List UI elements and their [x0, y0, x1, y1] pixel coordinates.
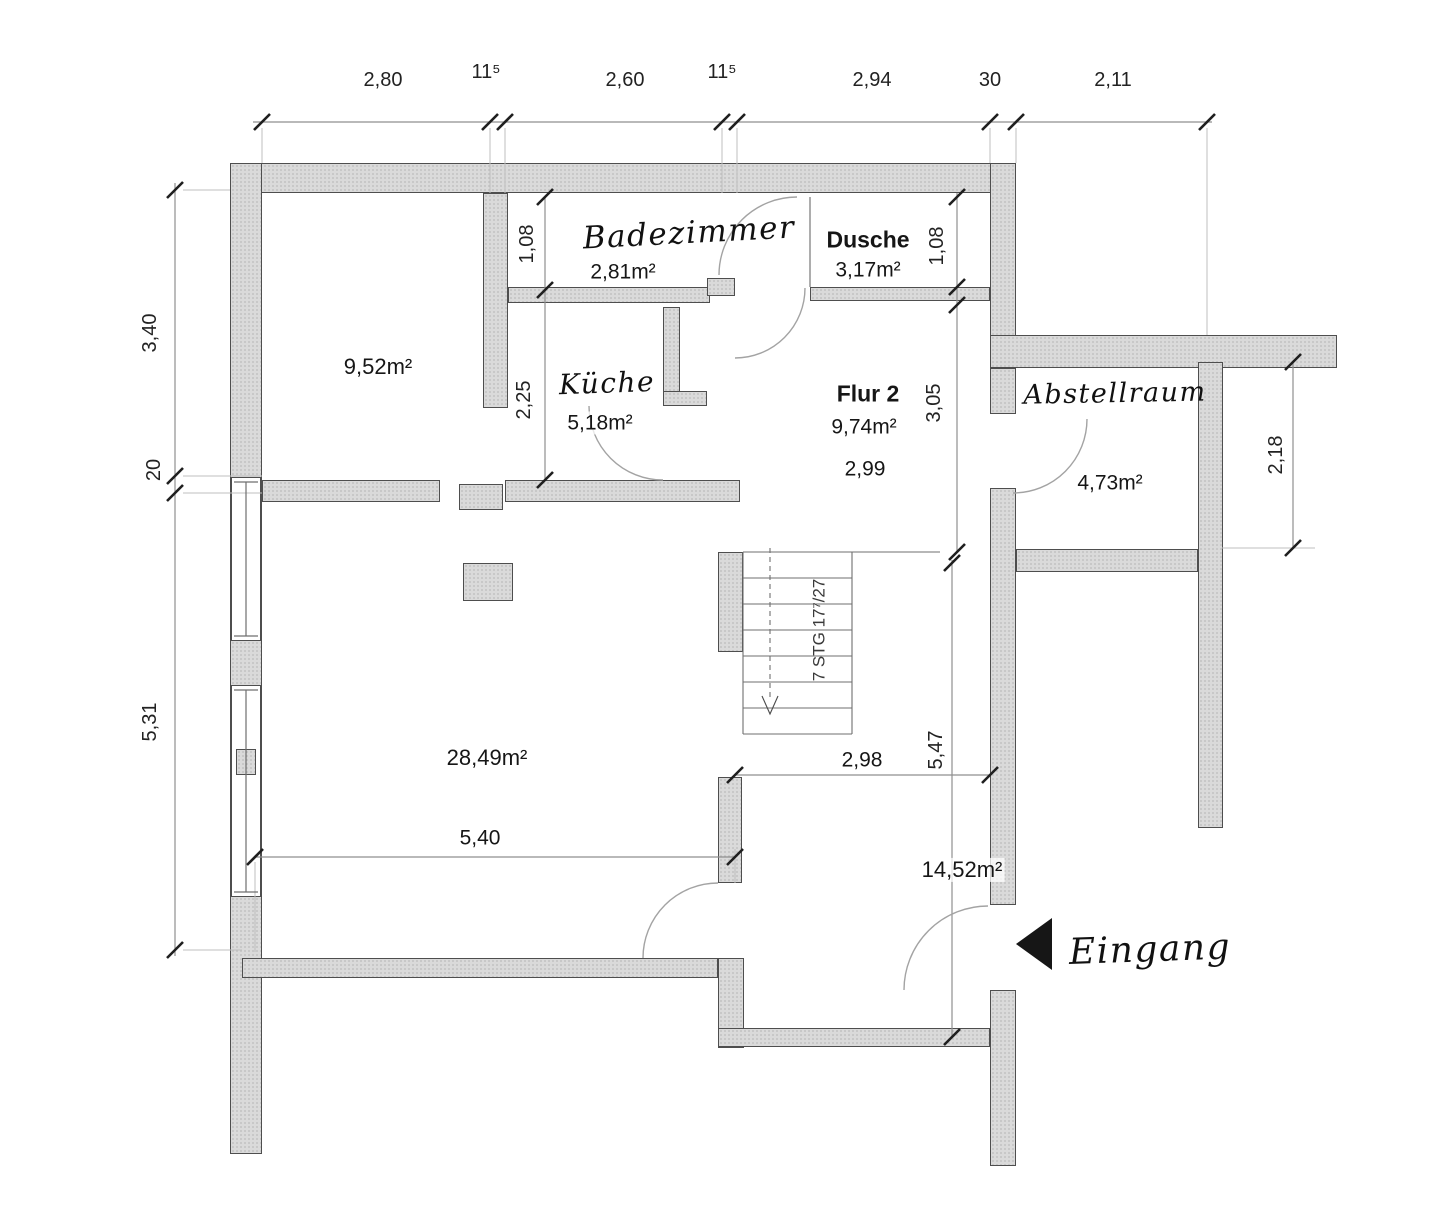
dim-left-0: 3,40	[139, 311, 161, 355]
door-arc-wohnraum	[642, 882, 719, 959]
door-arc-eingang	[903, 905, 989, 991]
wall-partition-1452	[718, 777, 742, 883]
dim-hall-width: 2,98	[839, 748, 885, 772]
wall-lobby-stub	[707, 278, 735, 296]
door-arc-lobby	[734, 287, 806, 359]
staircase	[742, 548, 940, 735]
dim-top-1: 11⁵	[469, 61, 503, 83]
dim-wohnraum-width: 5,40	[457, 826, 503, 850]
wall-right-stub	[990, 368, 1016, 414]
wall-bottom-main	[242, 958, 718, 978]
dim-niche-depth: 2,18	[1265, 433, 1287, 477]
pier-block	[459, 484, 503, 510]
entrance-label: Eingang	[1068, 926, 1232, 974]
dim-top-0: 2,80	[361, 69, 405, 91]
wall-kueche-stub	[663, 391, 707, 406]
wall-abstellraum-right	[1198, 362, 1223, 828]
wall-dusche-bottom	[810, 287, 990, 301]
wall-top	[230, 163, 1016, 193]
dim-flur2-width: 2,99	[842, 457, 888, 481]
wall-right-lower	[990, 990, 1016, 1166]
window-left-lower	[230, 686, 262, 896]
wall-left-lower	[230, 896, 262, 1154]
room-area-kueche: 5,18m²	[565, 411, 635, 435]
dim-dusche-depth: 1,08	[926, 224, 948, 268]
dim-flur-depth: 3,05	[923, 381, 945, 425]
dim-hall-depth: 5,47	[925, 728, 947, 772]
dim-top-6: 2,11	[1092, 69, 1134, 91]
wall-wing-top	[990, 335, 1337, 368]
room-label-dusche: Dusche	[824, 226, 912, 253]
wall-kueche-left	[483, 193, 508, 408]
wall-right-upper	[990, 163, 1016, 345]
wall-left-pier	[230, 640, 262, 686]
dim-top-4: 2,94	[850, 69, 894, 91]
dim-kueche-depth: 2,25	[513, 378, 535, 422]
room-area-wohnraum: 28,49m²	[444, 744, 530, 771]
wall-abstellraum-bottom	[1016, 549, 1198, 572]
wall-bottom-lower	[718, 1028, 990, 1047]
dim-bad-depth: 1,08	[516, 222, 538, 266]
room-label-badezimmer: Badezimmer	[581, 209, 797, 257]
dim-left-2: 5,31	[139, 700, 161, 744]
wall-interior-left	[262, 480, 440, 502]
room-label-flur2: Flur 2	[834, 380, 902, 407]
entrance-arrow-icon	[1016, 918, 1052, 970]
wall-right-mid	[990, 488, 1016, 905]
wall-bath-bottom	[508, 287, 710, 303]
window-left-upper	[230, 478, 262, 640]
dim-top-5: 30	[976, 69, 1004, 91]
room-area-badezimmer: 2,81m²	[588, 260, 658, 284]
window-mullion	[236, 749, 256, 775]
dim-top-3: 11⁵	[705, 61, 739, 83]
stairs-label: 7 STG 17⁷/27	[809, 578, 829, 682]
wall-kueche-right	[663, 307, 680, 406]
room-area-flur2: 9,74m²	[829, 415, 899, 439]
room-area-952: 9,52m²	[341, 353, 415, 380]
dim-top-2: 2,60	[603, 69, 647, 91]
room-area-abstellraum: 4,73m²	[1075, 471, 1145, 495]
room-label-abstellraum: Abstellraum	[1023, 376, 1207, 411]
extension-lines	[183, 128, 1315, 952]
room-area-dusche: 3,17m²	[833, 258, 903, 282]
room-area-1452: 14,52m²	[919, 856, 1005, 883]
room-label-kueche: Küche	[558, 364, 656, 402]
wall-interior-right	[505, 480, 740, 502]
dim-left-1: 20	[143, 456, 165, 484]
wall-stair-side	[718, 552, 743, 652]
chimney-block	[463, 563, 513, 601]
wall-left-upper	[230, 163, 262, 478]
